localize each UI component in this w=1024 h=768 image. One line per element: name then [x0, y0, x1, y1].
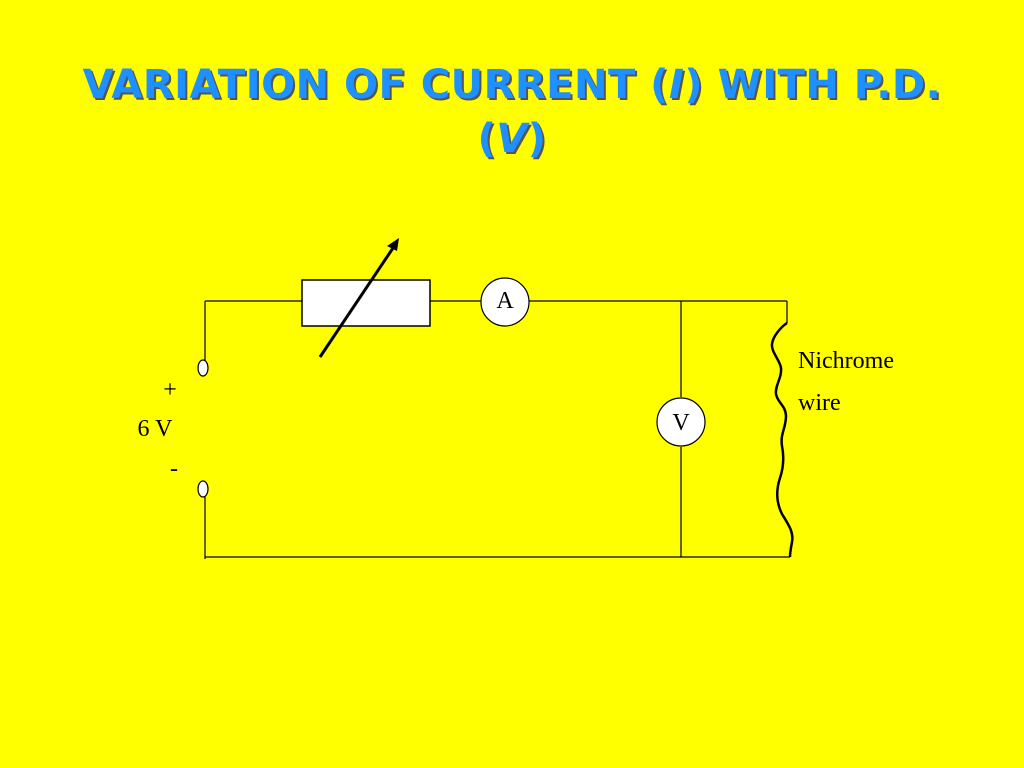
ammeter-label: A: [496, 288, 514, 314]
slide-title: VARIATION OF CURRENT (I) WITH P.D. (V): [0, 58, 1024, 166]
supply-minus-sign: -: [170, 456, 178, 482]
rheostat-arrow-head: [387, 238, 399, 251]
title-variable-pd: V: [496, 116, 528, 162]
circuit-wires: [204, 300, 790, 559]
positive-terminal: [197, 359, 209, 377]
nichrome-label-line2: wire: [798, 390, 841, 416]
rheostat-arrow-shaft: [318, 247, 395, 358]
nichrome-wire: [770, 321, 794, 558]
title-text-part2: ) WITH P.D.: [684, 62, 942, 108]
supply-plus-sign: +: [163, 377, 177, 403]
ammeter-symbol: [480, 277, 530, 327]
nichrome-label-line1: Nichrome: [798, 348, 894, 374]
title-variable-current: I: [668, 62, 685, 108]
supply-voltage-label: 6 V: [138, 416, 174, 442]
title-paren-open: (: [477, 116, 497, 162]
voltmeter-label: V: [672, 410, 690, 436]
negative-terminal: [197, 480, 209, 498]
voltmeter-symbol: [656, 397, 706, 447]
title-line-1: VARIATION OF CURRENT (I) WITH P.D.: [0, 58, 1024, 112]
title-text-part1: VARIATION OF CURRENT (: [82, 62, 669, 108]
title-line-2: (V): [0, 112, 1024, 166]
title-paren-close: ): [527, 116, 547, 162]
